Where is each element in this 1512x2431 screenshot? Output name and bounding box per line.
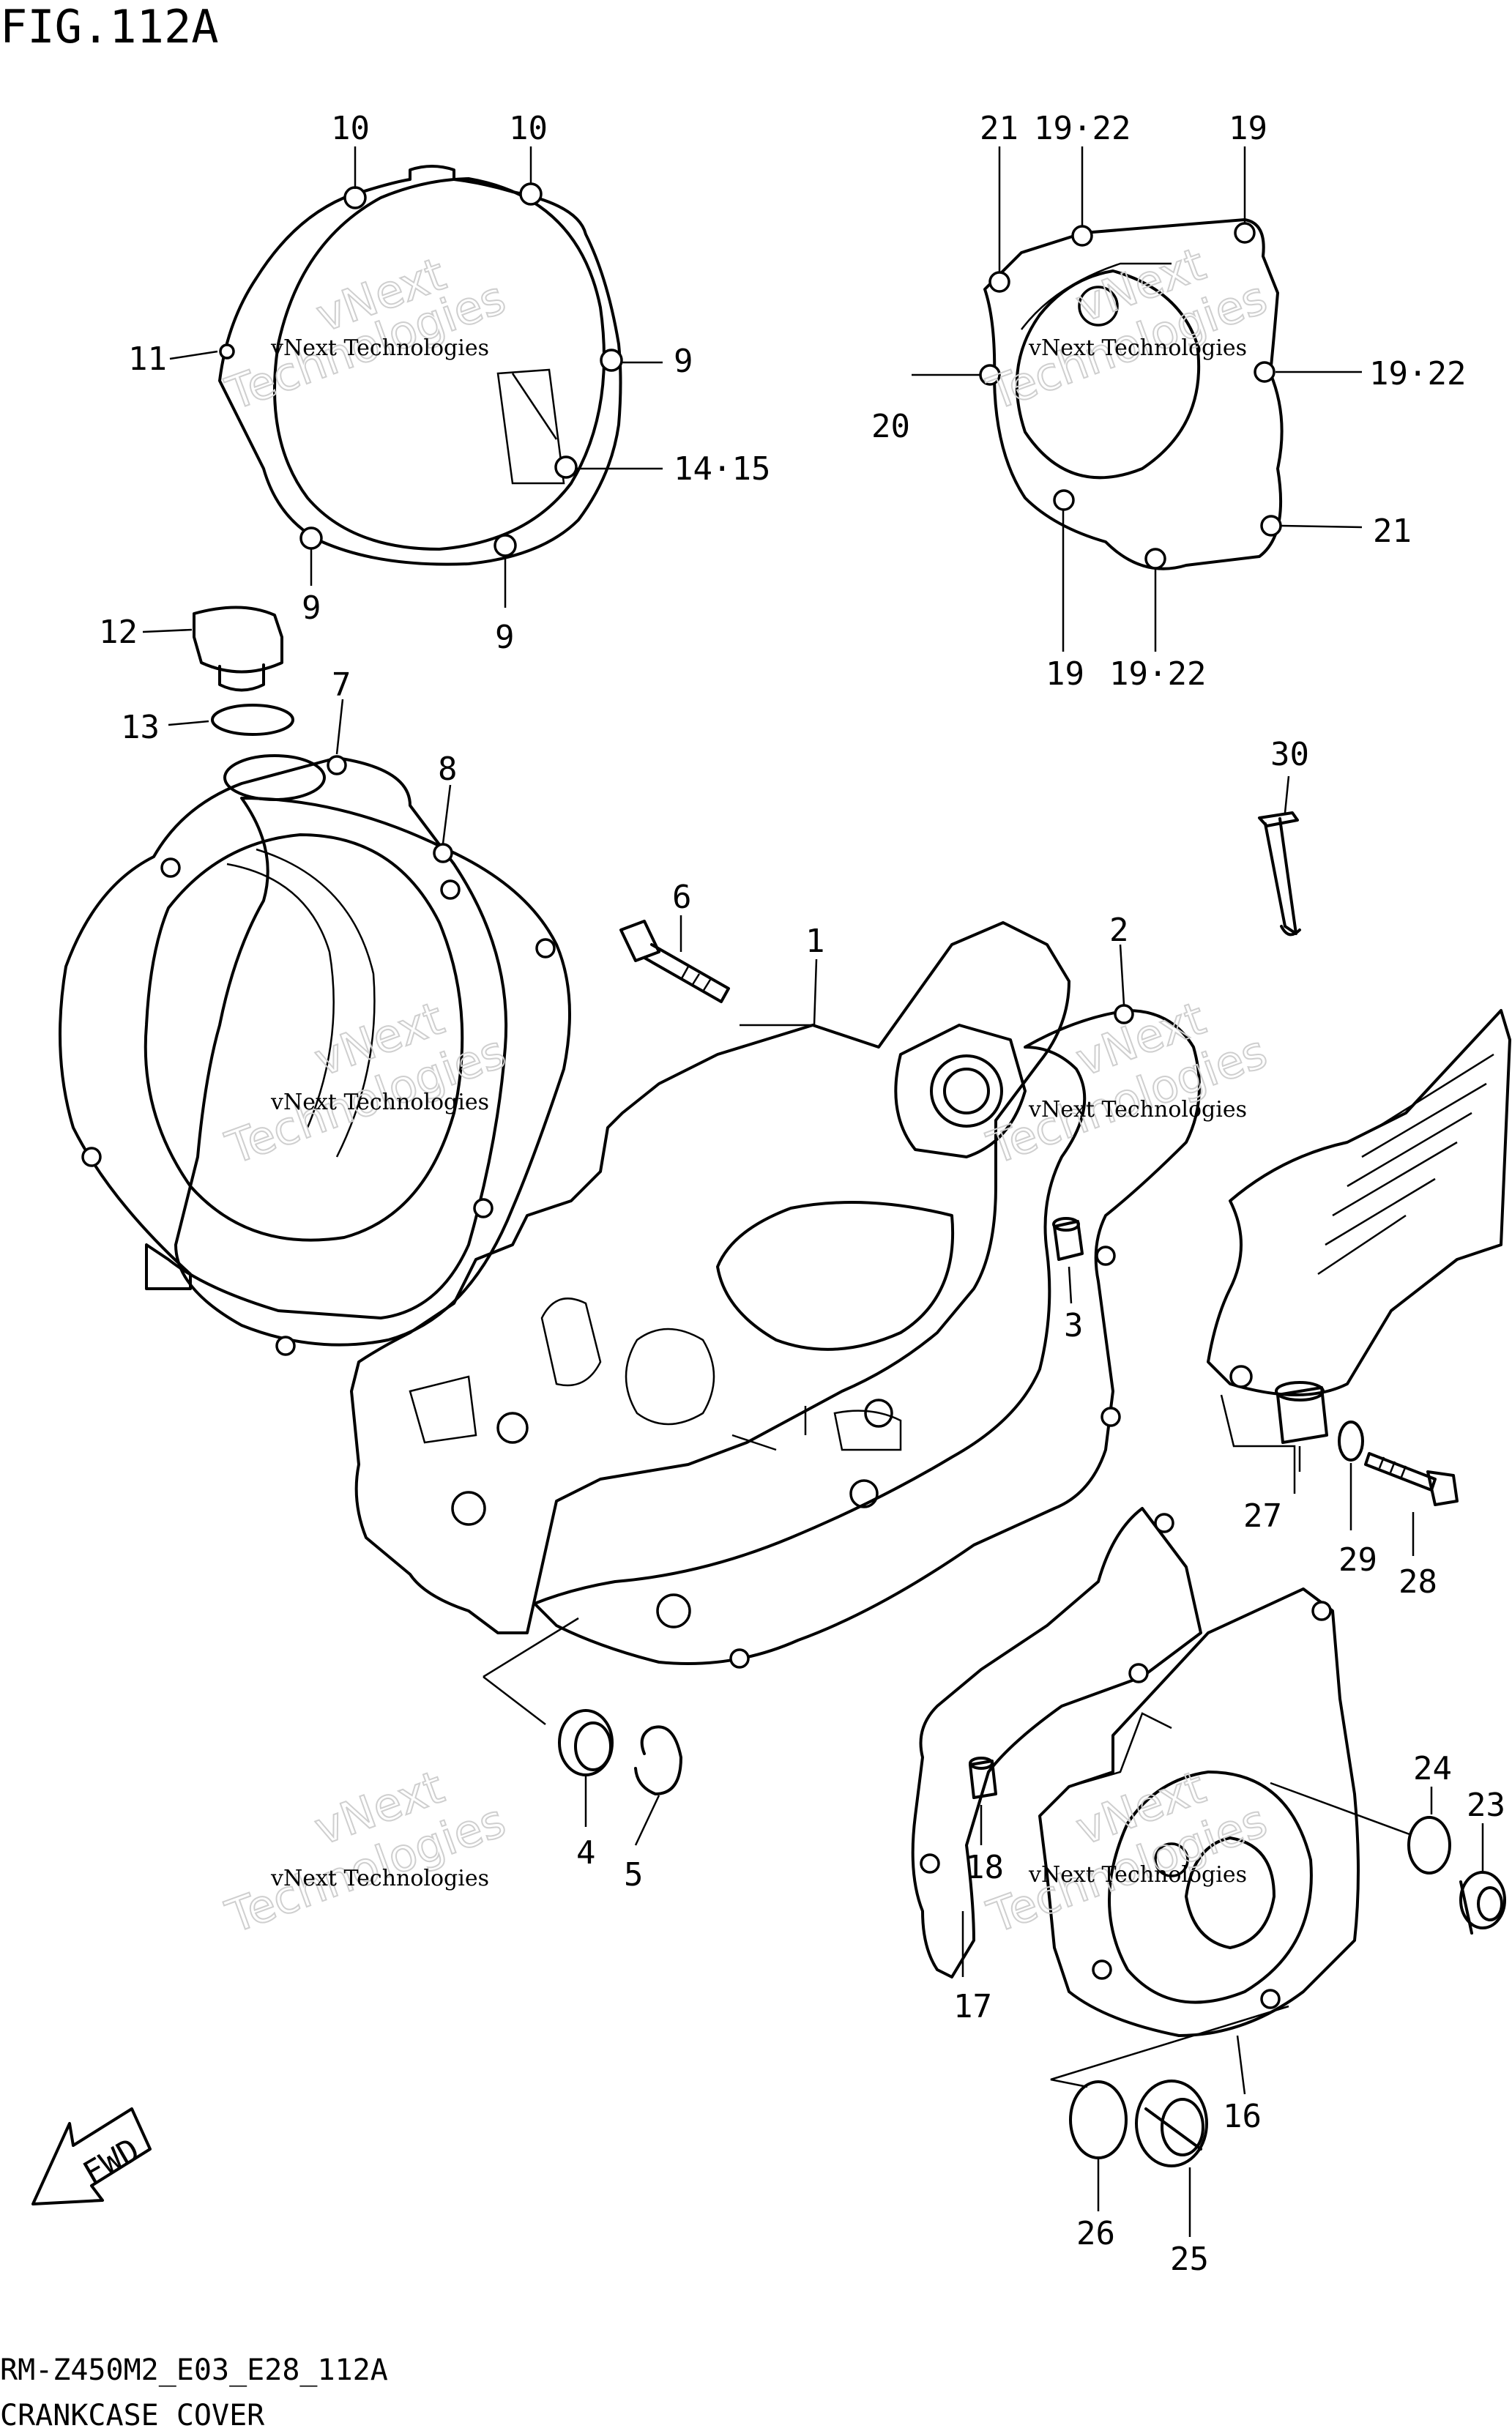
crankcase	[350, 921, 1070, 1634]
oil-filler-cap	[193, 606, 283, 692]
gasket-hole	[275, 1336, 296, 1356]
plug-23	[1459, 1871, 1506, 1935]
callout-21-top: 21	[980, 110, 1018, 147]
gasket-hole	[535, 938, 556, 958]
callout-21-right: 21	[1373, 513, 1412, 550]
diagram-code: RM-Z450M2_E03_E28_112A	[0, 2353, 388, 2387]
dowel-pin-3	[1052, 1217, 1084, 1261]
oil-seal-4	[558, 1709, 614, 1776]
callout-7: 7	[332, 666, 351, 704]
callout-17: 17	[953, 1988, 992, 2025]
callout-23: 23	[1467, 1787, 1505, 1824]
callout-14-15: 14·15	[674, 450, 770, 488]
cap-o-ring	[211, 704, 294, 736]
callout-24: 24	[1413, 1750, 1452, 1787]
gasket-hole	[729, 1648, 750, 1669]
bolt-28	[1364, 1452, 1459, 1506]
gasket-hole	[1114, 1004, 1134, 1024]
callout-19-top: 19	[1229, 110, 1267, 147]
callout-3: 3	[1064, 1307, 1084, 1344]
callout-19-bottom: 19	[1046, 655, 1084, 693]
gasket-hole	[1154, 1513, 1174, 1533]
callout-13: 13	[121, 709, 160, 746]
callout-10-left: 10	[331, 110, 370, 147]
callout-1: 1	[805, 923, 825, 960]
watermark-text: vNext Technologies	[1028, 1862, 1247, 1888]
callout-20: 20	[871, 408, 910, 445]
callout-16: 16	[1223, 2098, 1262, 2135]
collar-27	[1275, 1381, 1328, 1444]
gasket-hole	[920, 1853, 940, 1874]
diagram-caption: CRANKCASE COVER	[0, 2399, 265, 2431]
washer-29	[1338, 1421, 1364, 1462]
clutch-cover	[218, 165, 623, 566]
callout-11: 11	[128, 340, 167, 378]
watermark-text: vNext Technologies	[270, 335, 489, 361]
callout-9-lower-left: 9	[302, 589, 321, 627]
watermark-text: vNext Technologies	[270, 1090, 489, 1115]
callout-26: 26	[1076, 2215, 1115, 2252]
crankcase-gasket	[533, 1009, 1201, 1665]
gasket-hole	[433, 843, 453, 863]
watermark-text: vNext Technologies	[270, 1866, 489, 1891]
magneto-cover	[1038, 1587, 1360, 2037]
watermark-text: vNext Technologies	[1028, 1097, 1247, 1123]
callout-5: 5	[624, 1856, 644, 1894]
circlip-5	[634, 1725, 682, 1795]
callout-8: 8	[438, 751, 458, 788]
fwd-label: FWD	[77, 2132, 146, 2193]
watermark-text: vNext Technologies	[1028, 335, 1247, 361]
callout-12: 12	[99, 614, 138, 651]
figure-title: FIG.112A	[0, 0, 219, 53]
o-ring-24	[1407, 1816, 1451, 1875]
callout-19-22-top: 19·22	[1034, 110, 1131, 147]
gasket-hole	[1101, 1407, 1121, 1427]
arrow-fwd-icon: FWD	[31, 2107, 152, 2205]
callout-25: 25	[1170, 2241, 1209, 2278]
o-ring-26	[1069, 2080, 1128, 2159]
callout-2: 2	[1109, 912, 1129, 949]
crankcase-cover-left	[59, 754, 508, 1319]
callout-29: 29	[1338, 1541, 1377, 1579]
callout-30: 30	[1270, 736, 1309, 773]
callout-9-upper: 9	[674, 343, 693, 380]
callout-28: 28	[1399, 1563, 1437, 1601]
gasket-hole	[1095, 1246, 1116, 1266]
callout-9-lower-right: 9	[495, 619, 515, 656]
sprocket-cover	[1207, 1009, 1511, 1396]
callout-labels: 10 10 11 9 14·15 9 9 12 13 7 8 21 19·22 …	[99, 110, 1505, 2278]
callout-6: 6	[672, 879, 692, 916]
dowel-pin-18	[969, 1757, 997, 1799]
callout-19-22-bottom: 19·22	[1109, 655, 1206, 693]
plug-25	[1135, 2080, 1208, 2167]
magneto-gasket	[911, 1507, 1202, 1978]
callout-18: 18	[965, 1849, 1004, 1886]
clamp-30	[1258, 811, 1301, 937]
callout-19-22-right: 19·22	[1369, 355, 1466, 392]
leader-lines	[142, 146, 1484, 2237]
outer-magneto-cover	[979, 218, 1284, 570]
callout-27: 27	[1243, 1497, 1282, 1535]
callout-4: 4	[576, 1834, 596, 1872]
gasket-hole	[1128, 1663, 1149, 1683]
callout-10-right: 10	[509, 110, 548, 147]
bolt-6	[619, 920, 730, 1003]
